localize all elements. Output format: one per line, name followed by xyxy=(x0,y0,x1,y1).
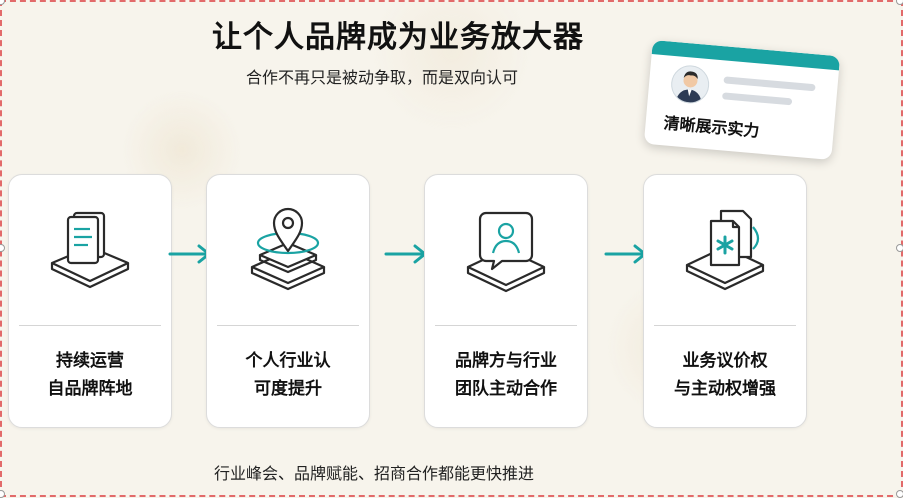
step-label: 持续运营 自品牌阵地 xyxy=(47,351,133,399)
resize-handle-top-right[interactable] xyxy=(896,0,903,5)
avatar xyxy=(669,63,711,106)
card-divider xyxy=(19,325,161,326)
step-card-2: 个人行业认 可度提升 xyxy=(206,174,370,428)
page-title: 让个人品牌成为业务放大器 xyxy=(212,20,584,55)
chat-person-icon xyxy=(456,197,556,297)
location-pin-icon xyxy=(238,197,338,297)
card-divider xyxy=(654,325,796,326)
card-divider xyxy=(435,325,577,326)
resize-handle-top-left[interactable] xyxy=(0,0,5,5)
step-label: 个人行业认 可度提升 xyxy=(245,351,331,399)
badge-placeholder-line xyxy=(723,76,816,92)
footer-text: 行业峰会、品牌赋能、招商合作都能更快推进 xyxy=(214,464,535,483)
page-subtitle: 合作不再只是被动争取，而是双向认可 xyxy=(246,68,519,87)
resize-handle-right[interactable] xyxy=(896,244,903,252)
step-card-4: 业务议价权 与主动权增强 xyxy=(643,174,807,428)
step-card-1: 持续运营 自品牌阵地 xyxy=(8,174,172,428)
badge-label: 清晰展示实力 xyxy=(662,113,761,141)
badge-placeholder-line xyxy=(721,92,793,106)
step-label: 品牌方与行业 团队主动合作 xyxy=(455,351,557,399)
profile-badge-card: 清晰展示实力 xyxy=(643,40,841,160)
step-label: 业务议价权 与主动权增强 xyxy=(674,351,776,399)
step-card-3: 品牌方与行业 团队主动合作 xyxy=(424,174,588,428)
resize-handle-left[interactable] xyxy=(0,244,5,252)
medical-files-icon xyxy=(675,197,775,297)
documents-icon xyxy=(40,197,140,297)
card-divider xyxy=(217,325,359,326)
